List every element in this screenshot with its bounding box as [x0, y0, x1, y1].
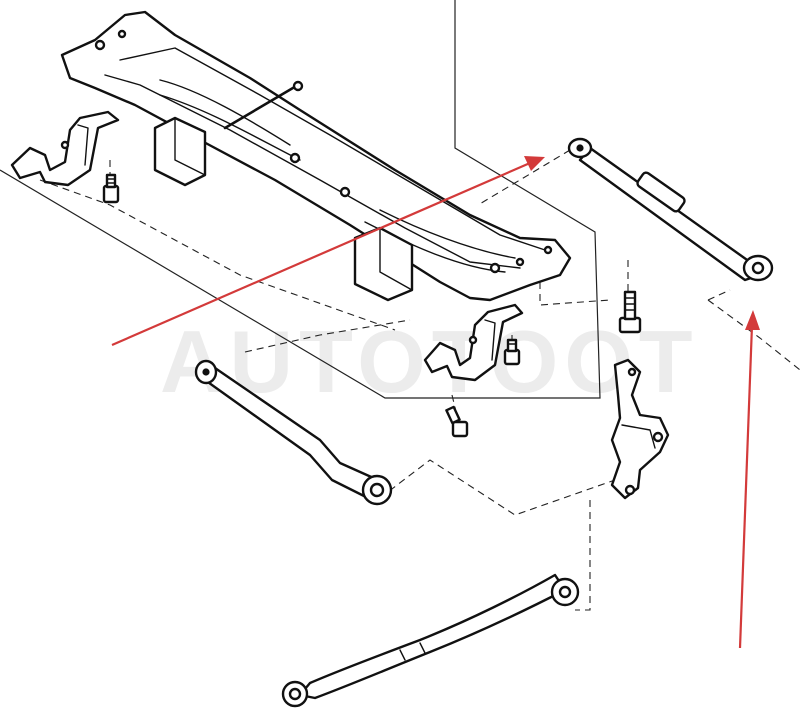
- bolt-icon: [445, 405, 469, 438]
- trailing-arm: [194, 359, 393, 506]
- arrow-icon: [111, 156, 545, 347]
- rear-crossmember: [60, 10, 572, 302]
- leader-lines: [0, 0, 800, 611]
- middle-bracket: [423, 303, 524, 382]
- bolt-icon: [618, 290, 642, 334]
- knuckle-bracket: [610, 358, 670, 500]
- pointer-arrows: [111, 156, 760, 649]
- bolt-icon: [102, 173, 120, 204]
- lower-control-arm: [281, 573, 580, 708]
- upper-control-arm: [567, 137, 774, 282]
- left-bracket: [10, 110, 120, 187]
- mounting-bolts: [102, 173, 642, 438]
- bolt-icon: [503, 338, 521, 366]
- arrow-icon: [738, 310, 760, 649]
